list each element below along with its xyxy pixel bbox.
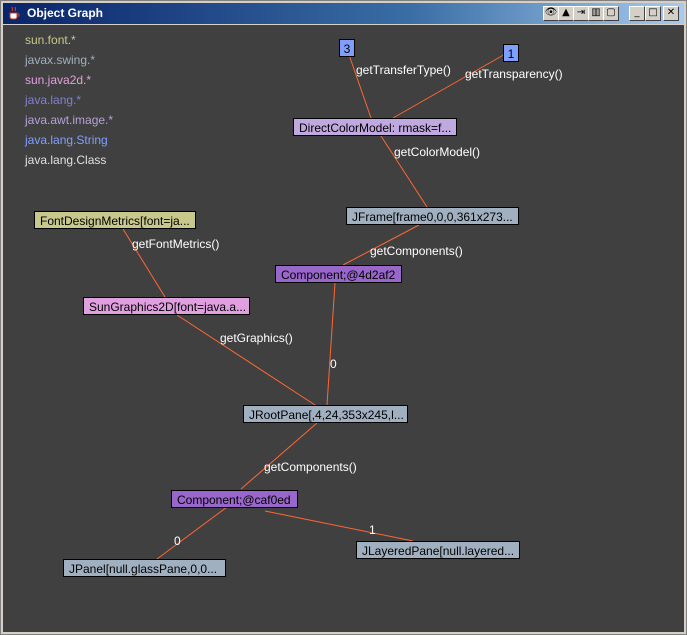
graph-node-sun-graphics-2d[interactable]: SunGraphics2D[font=java.a...: [83, 297, 250, 315]
edge-sg2d-jroot: [176, 314, 316, 406]
edge-fdm-sg2d: [122, 228, 166, 298]
graph-node-direct-color-model[interactable]: DirectColorModel: rmask=f...: [293, 118, 457, 136]
graph-node-font-design-metrics[interactable]: FontDesignMetrics[font=ja...: [34, 211, 196, 229]
export-icon: ⇥: [576, 7, 586, 18]
graph-canvas[interactable]: sun.font.* javax.swing.* sun.java2d.* ja…: [3, 25, 684, 632]
edge-label-get-components: getComponents(): [264, 460, 357, 474]
edge-label-index-0: 0: [174, 534, 181, 548]
graph-node-int-3[interactable]: 3: [339, 39, 355, 57]
java-cup-icon: [9, 6, 20, 20]
edge-label-get-font-metrics: getFontMetrics(): [132, 237, 220, 251]
edge-dcm-jframe: [380, 135, 428, 208]
window-title: Object Graph: [27, 6, 104, 20]
minimize-button[interactable]: _: [629, 6, 645, 21]
graph-node-int-1[interactable]: 1: [503, 44, 519, 62]
triangle-icon: ▲: [562, 7, 570, 18]
graph-edges: [122, 48, 508, 560]
title-bar[interactable]: Object Graph 👁 ▲ ⇥ ▥ ▢ _ □ ✕: [3, 3, 684, 24]
edge-comp1-jroot: [326, 282, 336, 406]
legend-item-sun-font: sun.font.*: [25, 33, 76, 47]
edge-label-get-graphics: getGraphics(): [220, 331, 293, 345]
legend-item-java-lang-class: java.lang.Class: [25, 153, 107, 167]
graph-node-jpanel[interactable]: JPanel[null.glassPane,0,0...: [63, 559, 226, 577]
edge-comp2-jlayered: [264, 510, 414, 542]
edge-n3-dcm: [346, 48, 372, 119]
graph-node-component-array-2[interactable]: Component;@caf0ed: [171, 490, 298, 508]
edge-n1-dcm: [392, 52, 508, 119]
view-button[interactable]: 👁: [543, 6, 559, 21]
eye-icon: 👁: [544, 7, 558, 18]
pin-button[interactable]: ▢: [603, 6, 619, 21]
export-button[interactable]: ⇥: [573, 6, 589, 21]
edge-jframe-comp1: [342, 224, 420, 266]
close-icon: ✕: [666, 7, 676, 18]
edge-label-index-0: 0: [330, 357, 337, 371]
layout-icon: ▥: [591, 7, 601, 18]
edge-label-get-transfer-type: getTransferType(): [356, 63, 451, 77]
legend-item-sun-java2d: sun.java2d.*: [25, 73, 92, 87]
graph-node-component-array-1[interactable]: Component;@4d2af2: [275, 265, 402, 283]
minimize-icon: _: [634, 7, 640, 18]
edge-comp2-jpanel: [156, 506, 228, 560]
graph-node-jlayeredpane[interactable]: JLayeredPane[null.layered...: [356, 541, 520, 559]
close-button[interactable]: ✕: [663, 6, 679, 21]
pin-icon: ▢: [606, 7, 616, 18]
maximize-button[interactable]: □: [645, 6, 661, 21]
maximize-icon: □: [648, 7, 658, 18]
legend-item-java-awt-image: java.awt.image.*: [25, 113, 114, 127]
graph-node-jframe[interactable]: JFrame[frame0,0,0,361x273...: [346, 207, 519, 225]
filter-button[interactable]: ▲: [558, 6, 574, 21]
layout-button[interactable]: ▥: [588, 6, 604, 21]
edge-label-get-color-model: getColorModel(): [394, 145, 481, 159]
edge-label-get-components: getComponents(): [370, 244, 463, 258]
legend-item-java-lang: java.lang.*: [25, 93, 82, 107]
edge-label-index-1: 1: [369, 523, 376, 537]
edge-label-get-transparency: getTransparency(): [465, 67, 563, 81]
edge-jroot-comp2: [240, 422, 318, 490]
graph-node-jrootpane[interactable]: JRootPane[,4,24,353x245,l...: [243, 405, 408, 423]
legend-item-javax-swing: javax.swing.*: [25, 53, 96, 67]
legend-item-java-lang-string: java.lang.String: [25, 133, 108, 147]
